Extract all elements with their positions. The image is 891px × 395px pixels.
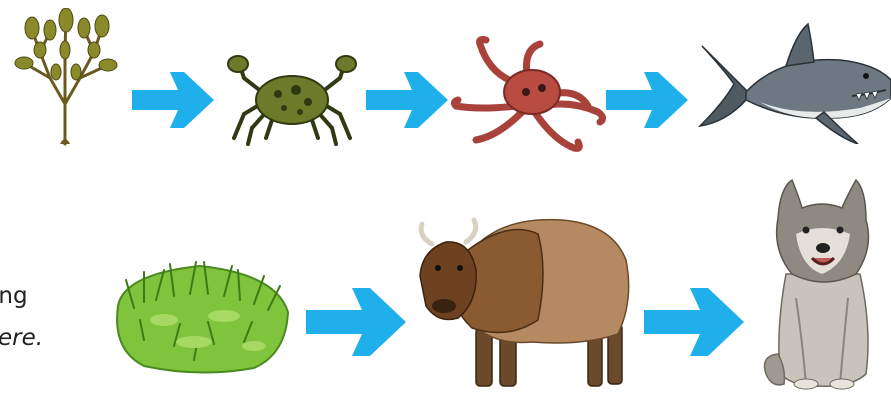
arrow-right-icon [606, 66, 688, 134]
wolf-icon [756, 178, 886, 392]
shark-icon [690, 22, 891, 144]
arrow-right-icon [366, 66, 448, 134]
arrow-right-icon [306, 282, 406, 362]
crab-icon [222, 52, 362, 147]
seaweed-icon [10, 8, 120, 146]
arrow-right-icon [132, 66, 214, 134]
arrow-right-icon [644, 282, 744, 362]
octopus-icon [450, 36, 610, 154]
grass-icon [104, 250, 296, 378]
bison-icon [412, 210, 638, 392]
partial-text-line-1: ing [0, 283, 28, 309]
partial-text-line-2: ere. [0, 325, 43, 351]
